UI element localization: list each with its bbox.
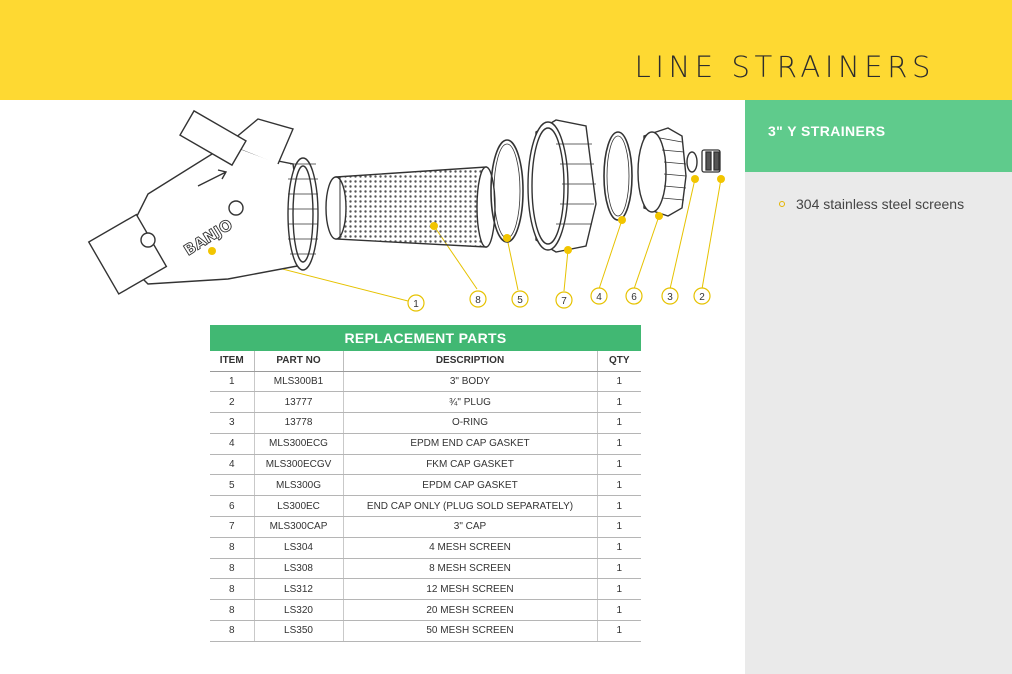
cell-item: 8 (210, 578, 254, 601)
end-cap (637, 127, 687, 217)
cell-qty: 1 (596, 558, 641, 580)
cell-item: 8 (210, 620, 254, 642)
callout-label: 1 (413, 299, 419, 310)
callout-badges (407, 287, 711, 312)
cell-item: 6 (210, 495, 254, 518)
cell-description: 50 MESH SCREEN (342, 620, 597, 642)
cell-description: 4 MESH SCREEN (342, 537, 597, 559)
cell-part-no: MLS300B1 (253, 371, 343, 393)
cell-part-no: 13777 (253, 391, 343, 414)
feature-text: 304 stainless steel screens (796, 196, 965, 212)
cell-description: 20 MESH SCREEN (342, 599, 597, 622)
callout-label: 6 (631, 292, 637, 303)
cell-qty: 1 (596, 620, 641, 642)
page-header: LINE STRAINERS (0, 0, 1012, 100)
cell-item: 4 (210, 433, 254, 455)
cell-qty: 1 (596, 371, 641, 393)
callout-label: 5 (517, 295, 523, 306)
cell-description: END CAP ONLY (PLUG SOLD SEPARATELY) (342, 495, 597, 518)
column-header-description: DESCRIPTION (342, 351, 597, 372)
callout-label: 3 (667, 292, 673, 303)
replacement-parts-table: REPLACEMENT PARTS ITEM PART NO DESCRIPTI… (210, 325, 641, 642)
cell-item: 7 (210, 516, 254, 538)
cell-part-no: MLS300ECGV (253, 454, 343, 476)
sidebar-panel: 3" Y STRAINERS 304 stainless steel scree… (745, 100, 1012, 674)
cell-qty: 1 (596, 495, 641, 518)
cell-description: 3" BODY (342, 371, 597, 393)
cell-item: 8 (210, 558, 254, 580)
cell-item: 1 (210, 371, 254, 393)
cell-part-no: LS304 (253, 537, 343, 559)
feature-list: 304 stainless steel screens (779, 196, 964, 212)
cell-part-no: LS300EC (253, 495, 343, 518)
plug-o-ring (686, 151, 698, 173)
column-header-item: ITEM (210, 351, 254, 372)
product-heading: 3" Y STRAINERS (745, 100, 1012, 172)
callout-label: 8 (475, 295, 481, 306)
callout-label: 2 (699, 292, 705, 303)
cell-qty: 1 (596, 433, 641, 455)
cell-item: 3 (210, 412, 254, 434)
plug (701, 149, 721, 173)
cell-item: 5 (210, 474, 254, 497)
strainer-body (87, 109, 319, 295)
table-title: REPLACEMENT PARTS (210, 325, 641, 351)
exploded-diagram: BANJO (87, 109, 725, 312)
cell-description: 12 MESH SCREEN (342, 578, 597, 601)
cell-part-no: MLS300CAP (253, 516, 343, 538)
column-header-part-no: PART NO (253, 351, 343, 372)
mesh-screen (325, 166, 496, 248)
cell-part-no: LS350 (253, 620, 343, 642)
cell-description: 3" CAP (342, 516, 597, 538)
cell-part-no: MLS300ECG (253, 433, 343, 455)
callout-label: 7 (561, 296, 567, 307)
callout-label: 4 (596, 292, 602, 303)
bullet-icon (779, 201, 785, 207)
page-title: LINE STRAINERS (634, 50, 935, 84)
cell-part-no: 13778 (253, 412, 343, 434)
cell-qty: 1 (596, 516, 641, 538)
cell-item: 4 (210, 454, 254, 476)
cell-qty: 1 (596, 454, 641, 476)
cell-qty: 1 (596, 412, 641, 434)
callout-dots (208, 175, 725, 255)
cell-qty: 1 (596, 578, 641, 601)
cap-gasket (490, 139, 524, 243)
column-header-qty: QTY (596, 351, 641, 372)
cell-item: 8 (210, 537, 254, 559)
cell-description: FKM CAP GASKET (342, 454, 597, 476)
cell-qty: 1 (596, 391, 641, 414)
cell-qty: 1 (596, 599, 641, 622)
cell-description: ¾" PLUG (342, 391, 597, 414)
cell-qty: 1 (596, 474, 641, 497)
feature-item: 304 stainless steel screens (779, 196, 964, 212)
cell-description: O-RING (342, 412, 597, 434)
cell-item: 8 (210, 599, 254, 622)
cell-description: 8 MESH SCREEN (342, 558, 597, 580)
cell-item: 2 (210, 391, 254, 414)
cell-qty: 1 (596, 537, 641, 559)
cell-part-no: LS308 (253, 558, 343, 580)
cell-part-no: LS320 (253, 599, 343, 622)
cell-description: EPDM END CAP GASKET (342, 433, 597, 455)
cell-part-no: MLS300G (253, 474, 343, 497)
cell-description: EPDM CAP GASKET (342, 474, 597, 497)
strainer-cap (527, 119, 597, 253)
cell-part-no: LS312 (253, 578, 343, 601)
end-cap-gasket (603, 131, 633, 221)
